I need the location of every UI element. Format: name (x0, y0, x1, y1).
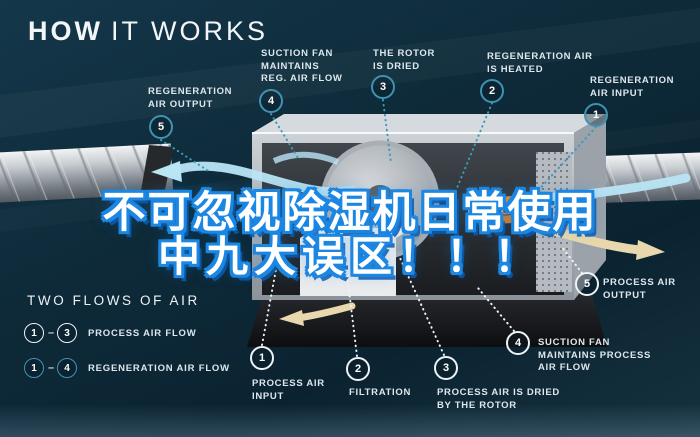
badge-reg-5: 5 (149, 115, 173, 139)
label-regeneration-air-input: REGENERATION AIR INPUT (590, 75, 675, 99)
fan-housing (300, 238, 396, 296)
headline-line-2: 中九大误区！！！ (157, 232, 542, 281)
heater-element (468, 195, 544, 225)
badge-reg-2: 2 (480, 79, 504, 103)
regeneration-leader-lines (160, 99, 597, 205)
left-duct (0, 143, 174, 203)
process-output-arrow (539, 223, 665, 260)
label-suction-fan-process: SUCTION FAN MAINTAINS PROCESS AIR FLOW (538, 337, 652, 374)
floor-band (0, 404, 700, 437)
badge-reg-4: 4 (259, 89, 283, 113)
legend-circle: 4 (57, 358, 77, 378)
label-process-air-output: PROCESS AIR OUTPUT (603, 277, 676, 301)
label-suction-fan-reg: SUCTION FAN MAINTAINS REG. AIR FLOW (261, 48, 343, 85)
badge-proc-2: 2 (346, 357, 370, 381)
machine-body (252, 114, 606, 300)
legend-dash: – (48, 362, 55, 374)
badge-proc-5: 5 (575, 272, 599, 296)
legend-label-process: PROCESS AIR FLOW (88, 328, 197, 339)
regeneration-flow-arrow (151, 151, 357, 197)
label-rotor-is-dried: THE ROTOR IS DRIED (373, 48, 436, 72)
badge-proc-3: 3 (434, 356, 458, 380)
legend-circle: 1 (24, 323, 44, 343)
legend-circle: 1 (24, 358, 44, 378)
interior-tan-arrow (279, 302, 356, 326)
process-flow-arrow (536, 173, 691, 209)
title-light: IT WORKS (110, 16, 268, 46)
badge-reg-3: 3 (371, 75, 395, 99)
legend-label-regeneration: REGENERATION AIR FLOW (88, 363, 230, 374)
legend-title: TWO FLOWS OF AIR (27, 293, 200, 308)
badge-reg-1: 1 (584, 103, 608, 127)
badge-proc-1: 1 (250, 346, 274, 370)
label-regeneration-air-output: REGENERATION AIR OUTPUT (148, 86, 233, 110)
headline-line-1: 不可忽视除湿机日常使用 (102, 188, 598, 238)
label-filtration: FILTRATION (349, 387, 412, 398)
legend-dash: – (48, 327, 55, 339)
label-regeneration-air-heated: REGENERATION AIR IS HEATED (487, 51, 593, 75)
legend-circle: 3 (57, 323, 77, 343)
process-leader-lines (261, 245, 583, 357)
label-process-air-dried: PROCESS AIR IS DRIED BY THE ROTOR (437, 387, 560, 411)
badge-proc-4: 4 (506, 331, 530, 355)
title-bold: HOW (28, 16, 103, 46)
label-process-air-input: PROCESS AIR INPUT (252, 378, 325, 402)
